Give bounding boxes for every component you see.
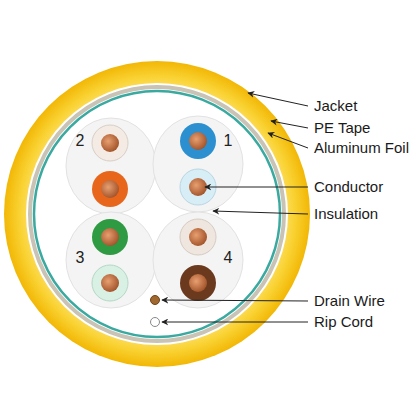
leader-jacket bbox=[248, 93, 308, 106]
pair-groups bbox=[66, 116, 243, 308]
part-label: PE Tape bbox=[314, 119, 370, 137]
part-label: Rip Cord bbox=[314, 313, 373, 331]
drain-wire bbox=[151, 296, 160, 305]
pair-1 bbox=[153, 116, 243, 212]
pair-number: 1 bbox=[224, 132, 233, 150]
pair-4 bbox=[153, 212, 243, 308]
leader-insulation bbox=[213, 211, 308, 214]
wire-white-brown bbox=[180, 219, 216, 255]
part-label: Insulation bbox=[314, 205, 378, 223]
wire-blue bbox=[180, 123, 216, 159]
wire-orange bbox=[92, 171, 128, 207]
part-label: Drain Wire bbox=[314, 292, 385, 310]
wire-white-orange bbox=[92, 125, 128, 161]
wire-brown bbox=[180, 265, 216, 301]
pair-number: 4 bbox=[224, 249, 233, 267]
wire-white-green bbox=[92, 265, 128, 301]
part-label: Conductor bbox=[314, 178, 383, 196]
jacket-inner bbox=[26, 83, 288, 345]
jacket bbox=[4, 61, 310, 367]
pe-tape bbox=[30, 87, 284, 341]
leader-conductor bbox=[205, 187, 308, 188]
pair-3 bbox=[66, 212, 156, 308]
leader-drain-wire bbox=[162, 300, 308, 301]
rip-cord bbox=[151, 318, 160, 327]
leader-lines bbox=[162, 93, 308, 322]
pair-2 bbox=[66, 118, 156, 214]
leader-pe-tape bbox=[271, 121, 308, 128]
pair-number: 2 bbox=[76, 132, 85, 150]
leader-rip-cord bbox=[162, 322, 308, 323]
part-label: Jacket bbox=[314, 97, 357, 115]
conductors bbox=[92, 123, 216, 301]
pair-number: 3 bbox=[76, 249, 85, 267]
part-label: Aluminum Foil bbox=[314, 139, 409, 157]
wire-green bbox=[92, 219, 128, 255]
leader-aluminum-foil bbox=[268, 133, 308, 148]
